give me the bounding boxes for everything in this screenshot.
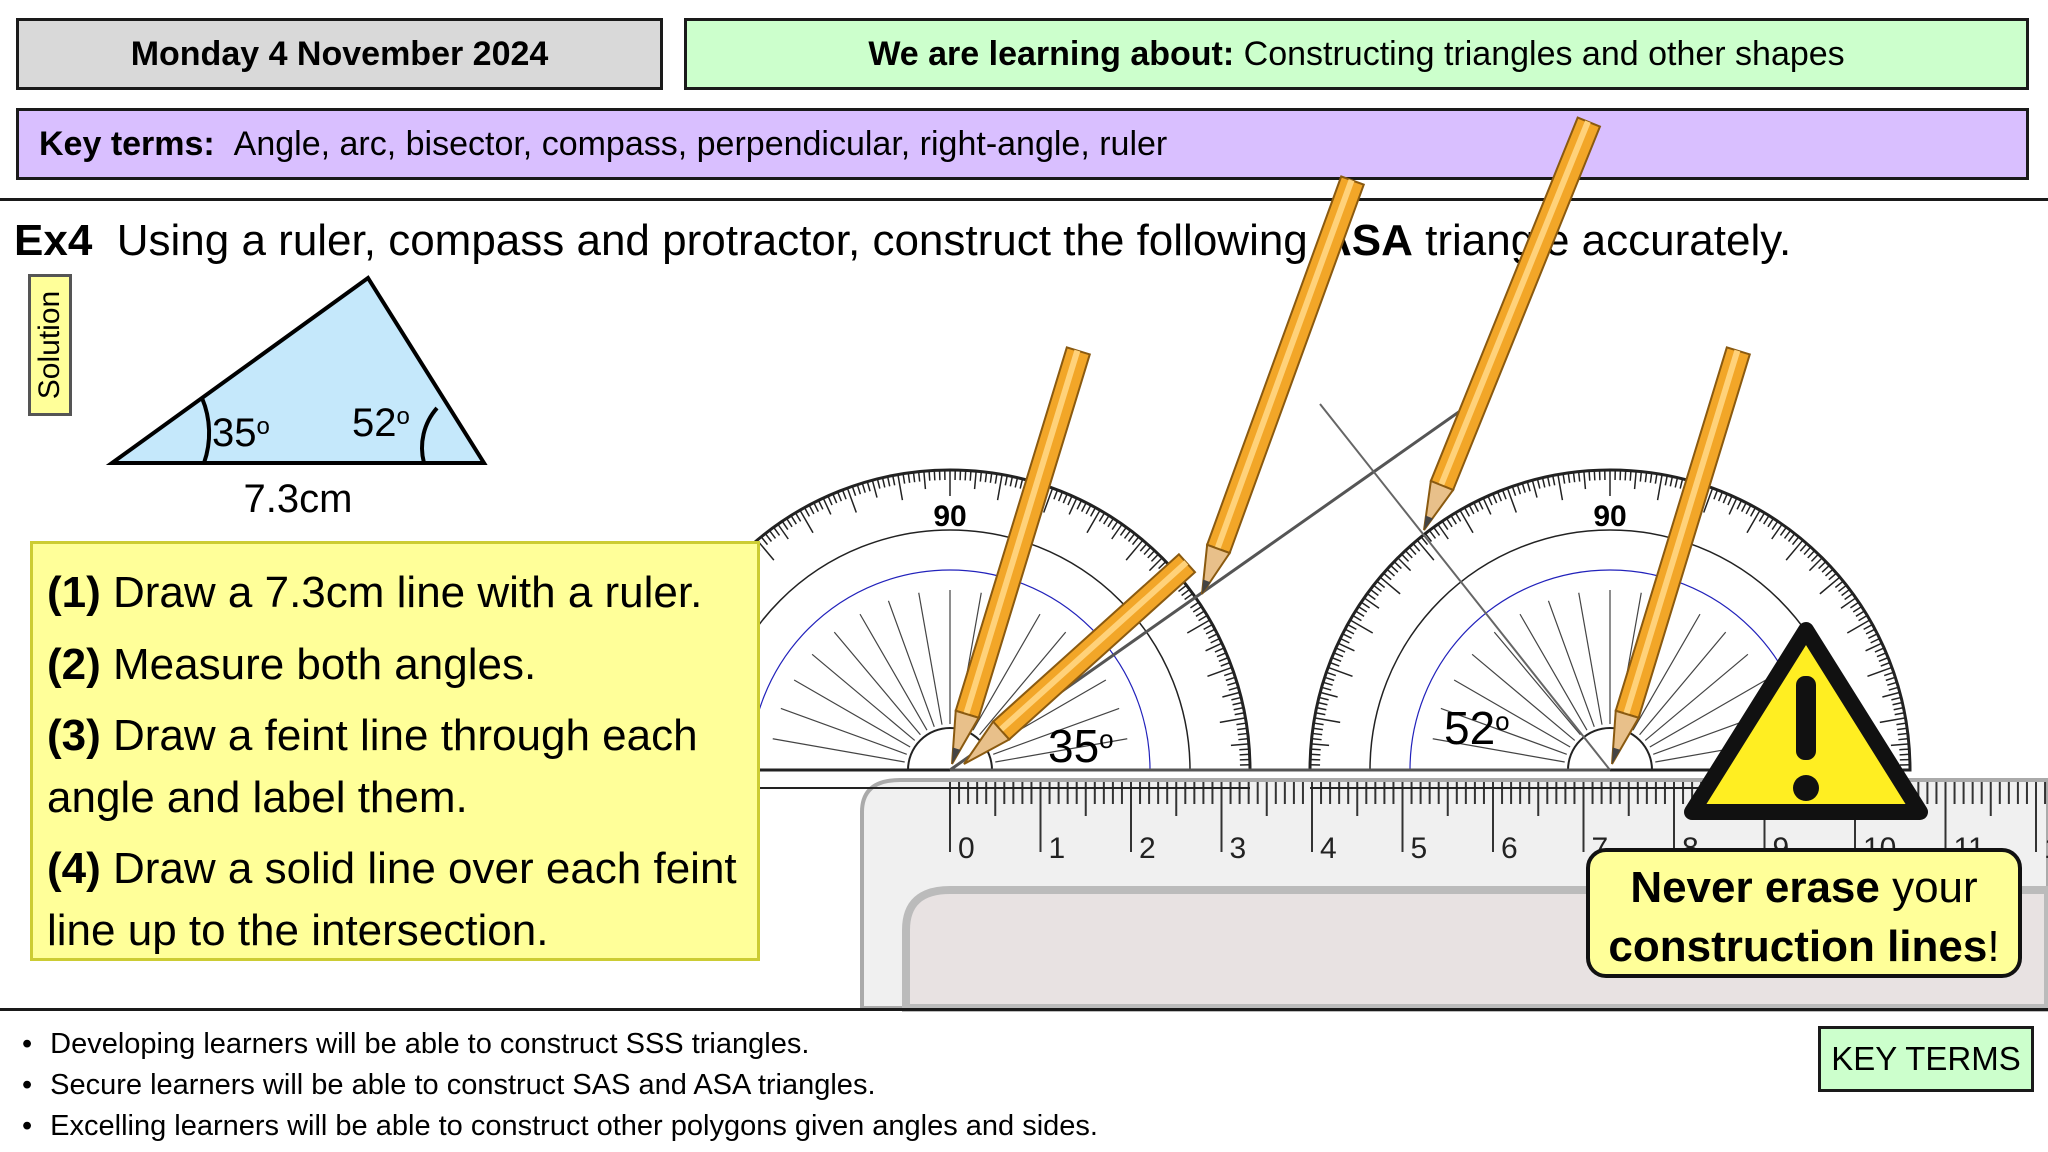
- ruler-number: 1: [2044, 832, 2048, 865]
- angle-arc-right: [420, 406, 439, 464]
- learning-outcomes: Developing learners will be able to cons…: [22, 1024, 1098, 1147]
- date-text: Monday 4 November 2024: [130, 34, 549, 73]
- key-terms-label: Key terms:: [39, 124, 215, 163]
- key-terms-header: Key terms: Angle, arc, bisector, compass…: [16, 108, 2029, 180]
- angle-arc-left: [200, 397, 212, 464]
- step-3: (3) Draw a feint line through each angle…: [47, 711, 698, 822]
- pencil-icon: [963, 552, 1197, 765]
- date-header: Monday 4 November 2024: [16, 18, 663, 90]
- example-instruction-post: triangle accurately.: [1412, 216, 1792, 265]
- ruler-number: 1: [1049, 832, 1066, 865]
- step-2: (2) Measure both angles.: [47, 639, 537, 689]
- learning-label: We are learning about:: [868, 34, 1235, 73]
- triangle-base-label: 7.3cm: [244, 477, 353, 521]
- outcome-developing: Developing learners will be able to cons…: [22, 1024, 1098, 1065]
- pencil-icon: [1423, 116, 1602, 531]
- warning-line1-bold: Never erase: [1630, 863, 1880, 912]
- ruler-number: 6: [1501, 832, 1518, 865]
- footer-divider: [0, 1008, 2048, 1011]
- learning-objective-header: We are learning about: Constructing tria…: [684, 18, 2029, 90]
- pencil-icon: [951, 346, 1092, 765]
- ruler-number: 5: [1411, 832, 1428, 865]
- ruler-number: 4: [1320, 832, 1337, 865]
- ruler-number: 2: [1139, 832, 1156, 865]
- warning-box: Never erase your construction lines!: [1586, 848, 2022, 978]
- ruler-number: 0: [958, 832, 975, 865]
- example-number: Ex4: [14, 216, 93, 265]
- warning-line2-bold: construction lines: [1608, 922, 1988, 972]
- protractor-90-label: 90: [1593, 500, 1626, 533]
- example-instruction-pre: Using a ruler, compass and protractor, c…: [116, 216, 1321, 265]
- feint-line-right: [1319, 403, 1611, 771]
- key-terms-button-label: KEY TERMS: [1831, 1040, 2021, 1077]
- warning-icon: [1684, 622, 1928, 820]
- solution-button[interactable]: Solution: [28, 274, 72, 416]
- pencil-icon: [1611, 346, 1752, 765]
- triangle-shape: [105, 275, 488, 465]
- ruler-ticks: [949, 782, 2047, 852]
- steps-box: (1) Draw a 7.3cm line with a ruler. (2) …: [30, 541, 760, 961]
- construction-angle-right: 52o: [1444, 702, 1510, 754]
- step-4: (4) Draw a solid line over each feint li…: [47, 844, 737, 955]
- learning-topic: Constructing triangles and other shapes: [1243, 34, 1845, 73]
- outcome-secure: Secure learners will be able to construc…: [22, 1065, 1098, 1106]
- step-1: (1) Draw a 7.3cm line with a ruler.: [47, 568, 703, 617]
- warning-line2-rest: !: [1987, 922, 2000, 972]
- pencil-icon: [1201, 175, 1366, 595]
- key-terms-button[interactable]: KEY TERMS: [1818, 1026, 2034, 1092]
- triangle-diagram: 35o 52o 7.3cm: [105, 275, 488, 521]
- header-divider: [0, 198, 2048, 201]
- protractor-90-label: 90: [933, 500, 966, 533]
- example-title: Ex4 Using a ruler, compass and protracto…: [14, 216, 1791, 266]
- warning-line1-rest: your: [1879, 863, 1978, 912]
- construction-angle-left: 35o: [1048, 720, 1114, 772]
- outcome-excelling: Excelling learners will be able to const…: [22, 1106, 1098, 1147]
- triangle-angle-left: 35o: [212, 411, 270, 455]
- key-terms-list: Angle, arc, bisector, compass, perpendic…: [233, 124, 1168, 163]
- triangle-angle-right: 52o: [352, 401, 410, 445]
- ruler-number: 3: [1230, 832, 1247, 865]
